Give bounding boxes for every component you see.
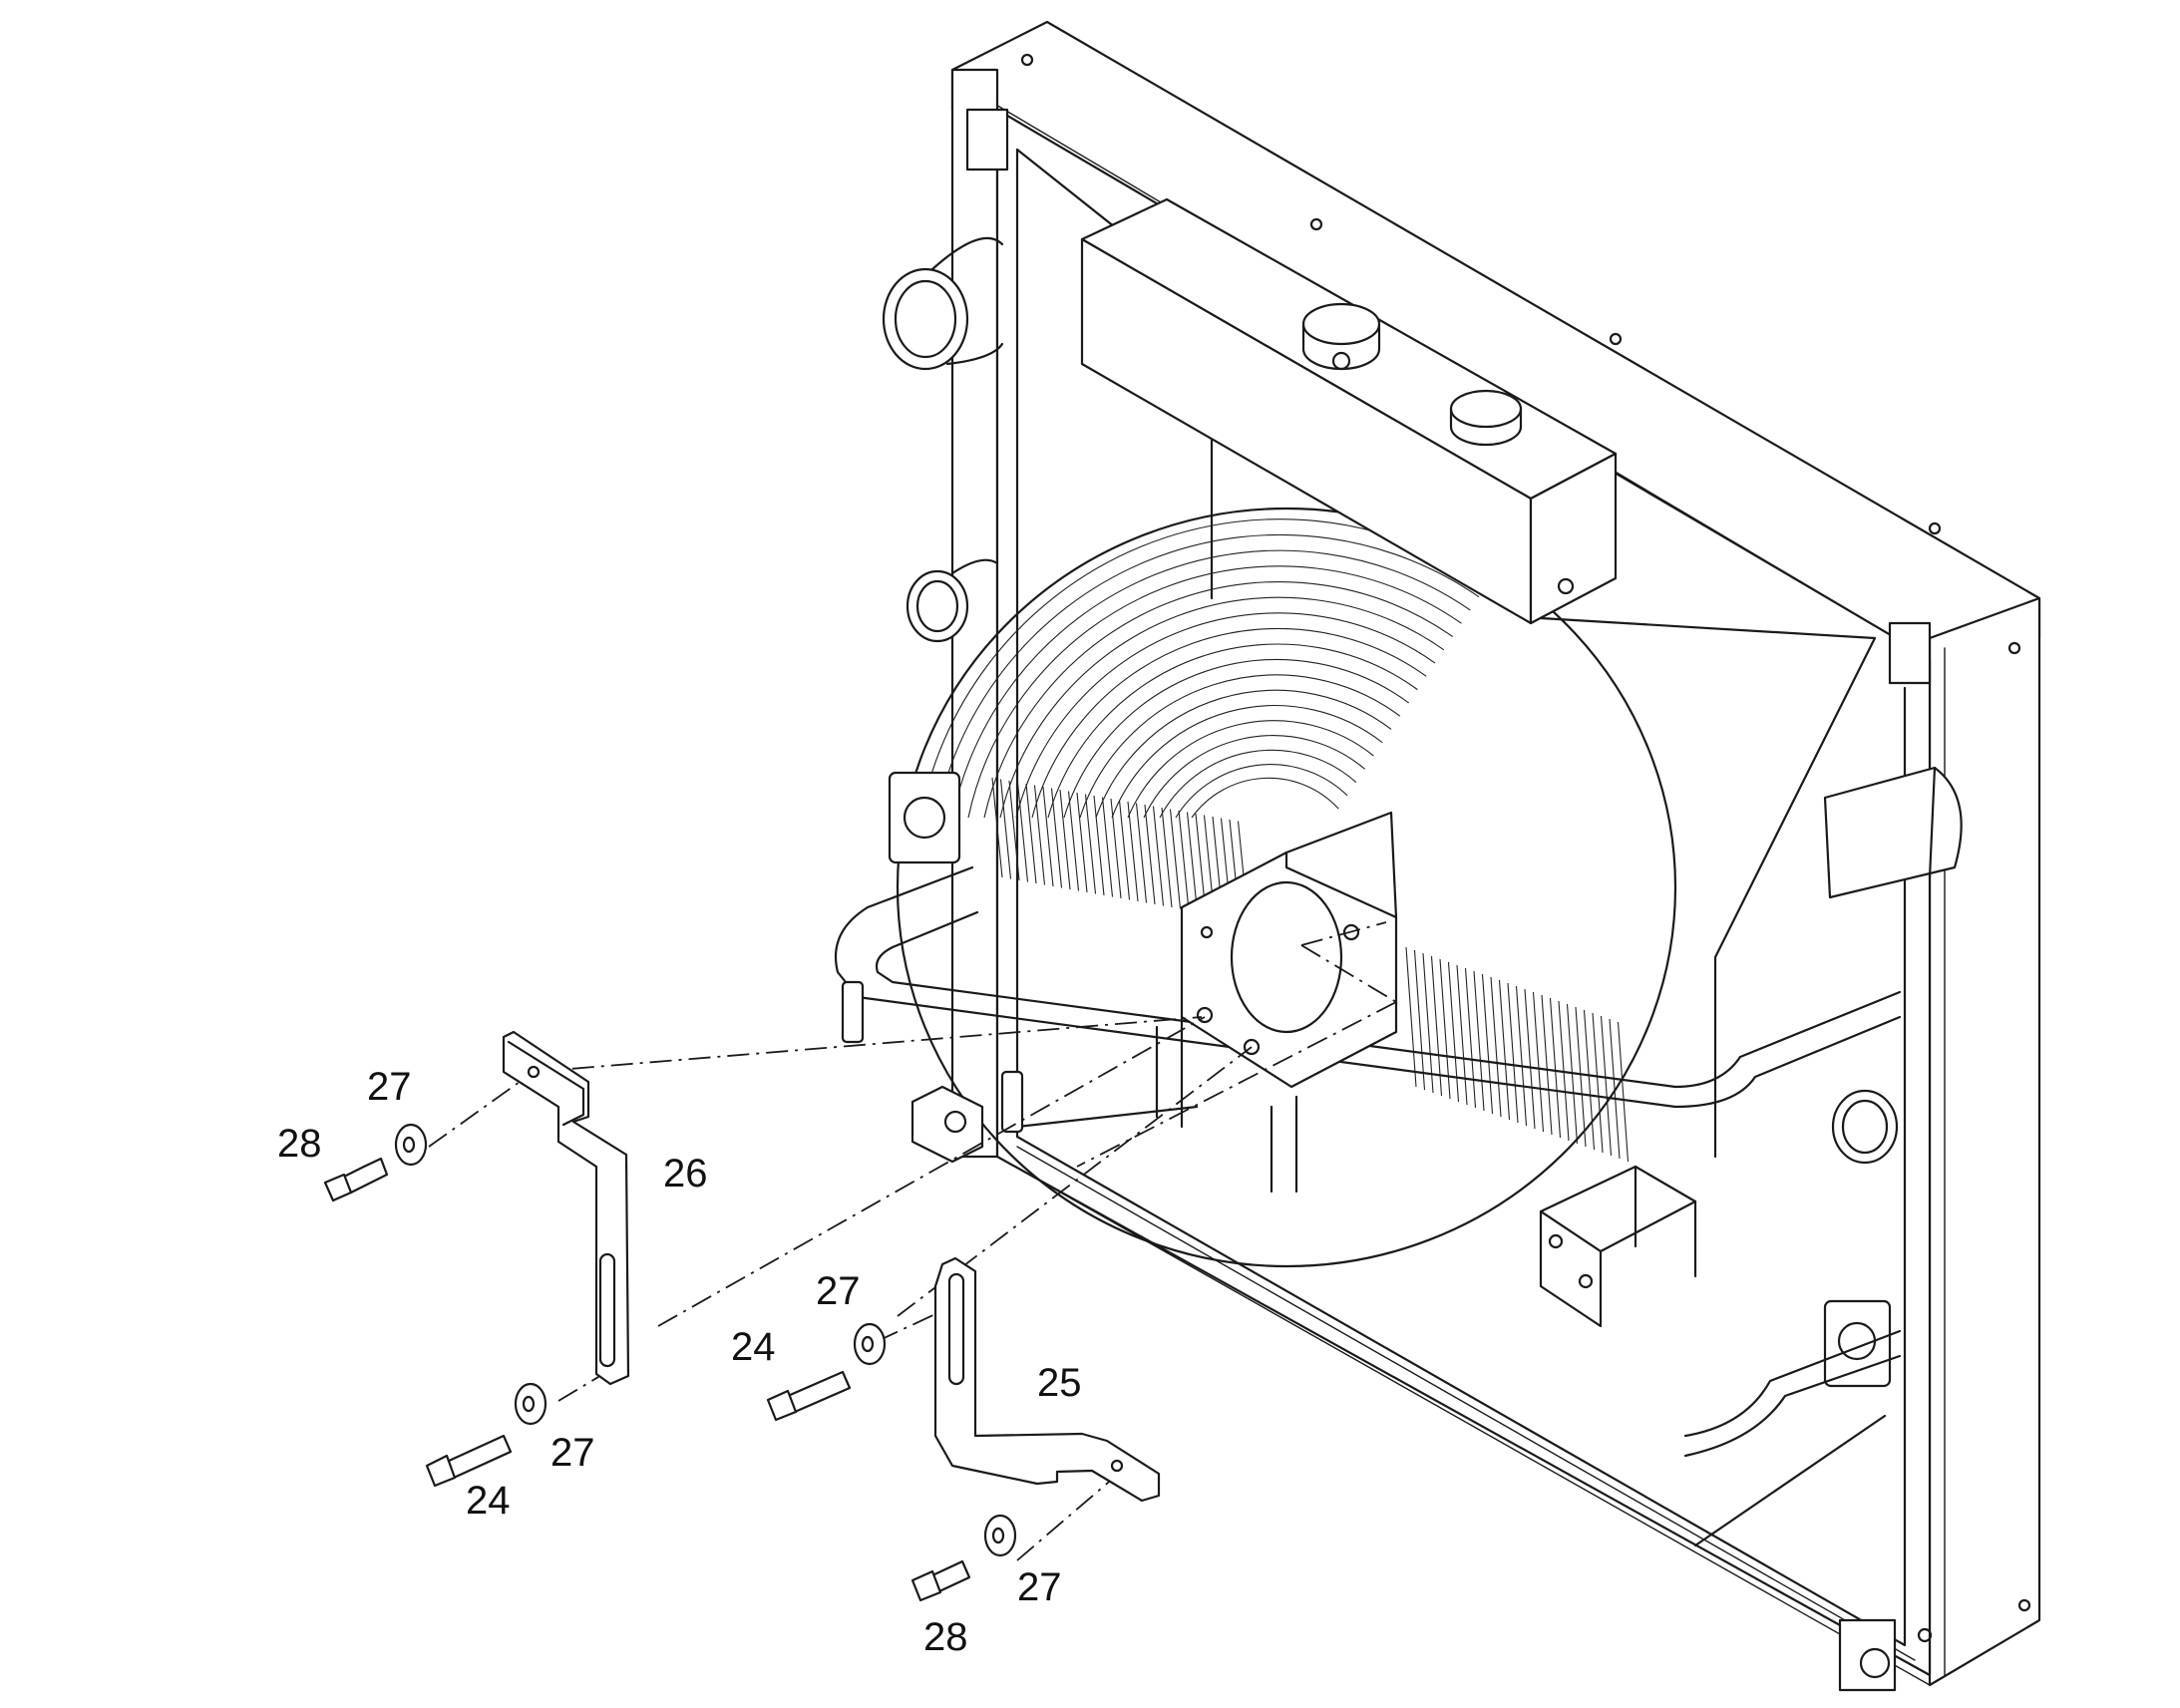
fan-guard-ring: [1191, 777, 1339, 819]
fan-motor-mount: [1155, 811, 1398, 1194]
fan-guard-fin: [1118, 800, 1131, 900]
tube-guard: [834, 865, 1902, 1458]
fan-guard-fin: [1413, 949, 1426, 1091]
washer-27-b: [514, 1382, 547, 1426]
callout-25: 25: [1037, 1361, 1082, 1405]
fan-guard-fin: [1042, 786, 1054, 887]
fan-guard: [896, 507, 1677, 1268]
fan-guard-fin: [1422, 952, 1434, 1094]
callouts: 27 28 26 27 24 27 24 25 27 28: [277, 1065, 1082, 1659]
fan-guard-fin: [1430, 955, 1443, 1097]
fan-guard-fin: [1008, 780, 1020, 881]
bolt-28-a: [323, 1157, 389, 1202]
fan-guard-ring: [983, 581, 1453, 819]
left-flange: [888, 771, 961, 864]
fan-guard-fin: [1101, 797, 1114, 897]
fan-guard-fin: [1059, 789, 1071, 890]
fan-guard-ring: [999, 596, 1445, 819]
fan-guard-ring: [935, 533, 1480, 819]
fan-guard-fin: [1507, 982, 1519, 1124]
callout-27: 27: [550, 1431, 595, 1475]
fan-guard-fin: [1532, 991, 1545, 1133]
assembly-center-lines: [428, 921, 1397, 1561]
fan-guard-fin: [1583, 1009, 1596, 1151]
callout-24: 24: [731, 1325, 776, 1369]
fan-guard-fin: [1490, 976, 1502, 1118]
fan-guard-fin: [1515, 985, 1528, 1127]
bolt-28-b: [910, 1559, 971, 1602]
fan-guard-ring: [1095, 689, 1392, 819]
fan-guard-ring: [1111, 705, 1383, 819]
callout-26: 26: [663, 1152, 708, 1196]
fan-guard-ring: [1047, 643, 1418, 819]
fan-guard-fin: [1152, 806, 1165, 906]
fan-guard-ring: [1159, 749, 1357, 819]
bracket-25: [933, 1256, 1161, 1503]
fan-guard-fin: [1592, 1012, 1604, 1154]
fan-guard-fin: [1456, 964, 1468, 1106]
right-side-duct: [1823, 766, 1963, 899]
fan-guard-fin: [1609, 1018, 1621, 1160]
fan-guard-ring: [1015, 612, 1436, 819]
fan-guard-fin: [1473, 970, 1485, 1112]
fan-guard-fin: [1067, 791, 1080, 891]
bracket-26: [502, 1030, 630, 1386]
callout-27: 27: [367, 1065, 412, 1109]
fan-guard-fin: [1524, 988, 1536, 1130]
right-hose-outlet: [1831, 1089, 1899, 1165]
mid-hose-outlet: [906, 558, 999, 643]
fan-guard-fin: [999, 779, 1012, 879]
fan-guard-fin: [1033, 785, 1046, 885]
fan-guard-fin: [1093, 795, 1105, 896]
fan-guard-fin: [1405, 946, 1417, 1088]
fan-guard-fin: [1161, 807, 1173, 908]
fan-guard-ring: [951, 549, 1471, 819]
fan-guard-fin: [1178, 810, 1190, 911]
fan-guard-ring: [1175, 764, 1348, 819]
fan-guard-fin: [1050, 788, 1063, 888]
washer-27-a: [394, 1123, 428, 1167]
upper-hose-outlet: [882, 236, 1004, 371]
callout-27: 27: [1017, 1565, 1062, 1609]
fan-guard-ring: [967, 565, 1462, 819]
fan-guard-fin: [1169, 809, 1182, 909]
fan-guard-fin: [1617, 1021, 1630, 1163]
right-flange: [1823, 1299, 1892, 1388]
callout-27: 27: [816, 1269, 861, 1313]
lower-bracket-box: [1539, 1165, 1697, 1328]
fan-guard-fin: [1481, 973, 1494, 1115]
fan-guard-fin: [1549, 997, 1562, 1139]
radiator-frame: [950, 20, 2041, 1692]
fan-guard-ring: [1143, 735, 1366, 819]
washer-27-c: [853, 1322, 887, 1366]
fan-guard-ring: [1079, 674, 1401, 819]
fan-guard-ring: [1063, 659, 1409, 819]
callout-28: 28: [923, 1615, 968, 1659]
fan-guard-fin: [1541, 994, 1553, 1136]
fan-guard-fin: [1575, 1006, 1587, 1148]
top-tank: [1080, 197, 1618, 625]
fan-guard-fin: [1025, 783, 1037, 884]
callout-24: 24: [466, 1479, 511, 1523]
fan-guard-fin: [1016, 782, 1029, 882]
fan-guard-fin: [1076, 792, 1088, 893]
fan-guard-fin: [1144, 804, 1156, 905]
washer-27-d: [983, 1514, 1017, 1557]
bolt-24-b: [766, 1370, 852, 1422]
fan-guard-ring: [1031, 627, 1427, 819]
fan-guard-fin: [1186, 812, 1199, 912]
fan-guard-fin: [1084, 794, 1097, 894]
fan-guard-ring: [1127, 720, 1374, 819]
callout-28: 28: [277, 1122, 322, 1166]
fan-guard-fin: [1127, 801, 1139, 902]
fan-guard-fin: [1464, 967, 1477, 1109]
fan-guard-fin: [1600, 1015, 1613, 1157]
fan-guard-fin: [1498, 979, 1511, 1121]
bolt-24-a: [425, 1434, 513, 1488]
bottom-left-mount: [910, 1085, 984, 1164]
fan-guard-fin: [991, 777, 1003, 878]
fan-guard-fin: [1110, 798, 1122, 899]
fan-guard-fin: [1135, 803, 1148, 903]
